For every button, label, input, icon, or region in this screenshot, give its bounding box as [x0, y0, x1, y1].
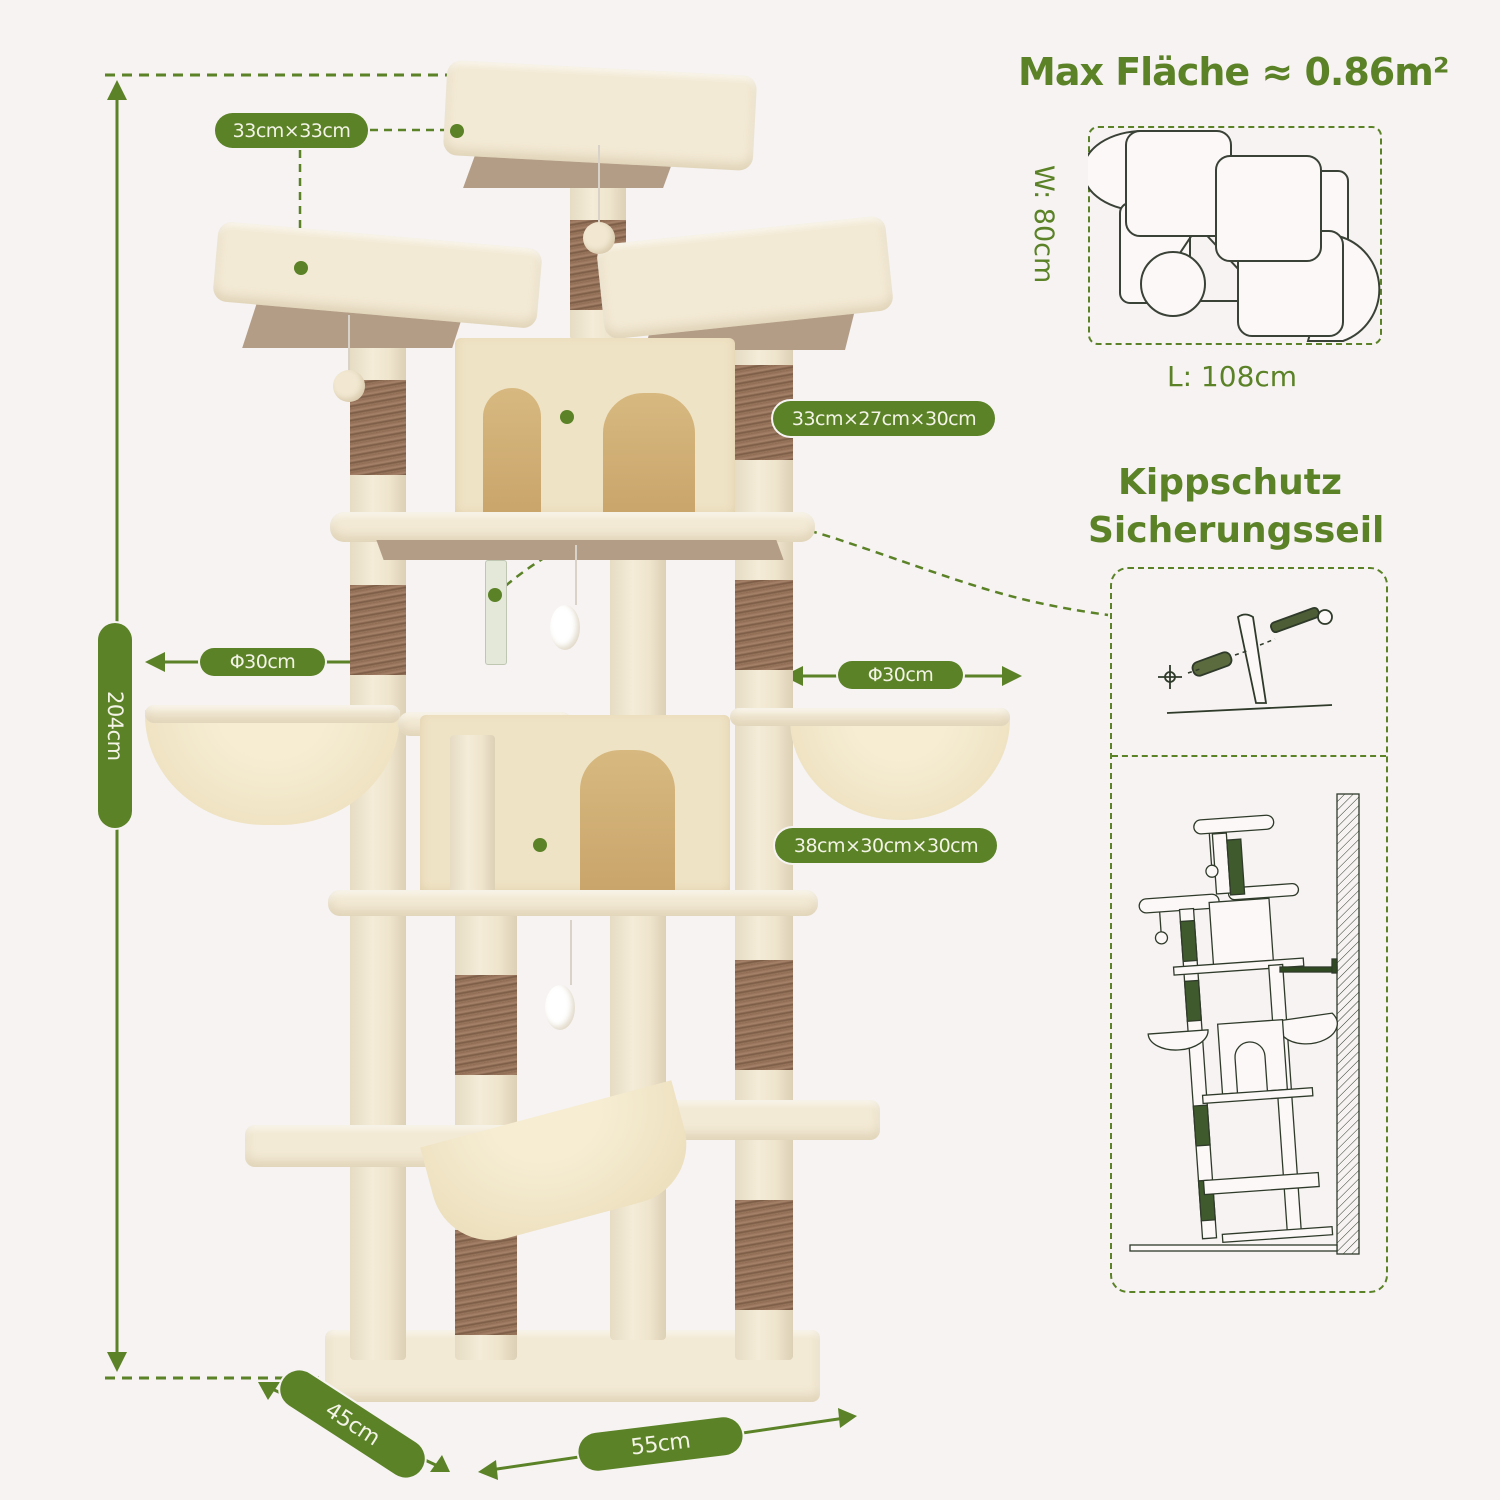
top-platform [442, 59, 758, 172]
upper-condo-size-label: 33cm×27cm×30cm [773, 401, 995, 436]
total-height-label: 204cm [98, 623, 132, 828]
anti-tip-installation-diagram [1129, 793, 1360, 1255]
footprint-width-label: W: 80cm [1028, 165, 1059, 284]
footprint-diagram [1088, 130, 1381, 342]
right-basket [790, 715, 1010, 820]
wall-anchor-diagram [1158, 606, 1333, 714]
upper-condo-floor [330, 512, 815, 542]
tether-marker-dot [488, 588, 502, 602]
footprint-diagram-frame [1088, 126, 1382, 345]
anti-tip-heading-line1: Kippschutz [1118, 462, 1342, 503]
anti-tip-diagram-frame [1110, 567, 1388, 1293]
lower-condo-size-label: 38cm×30cm×30cm [775, 828, 997, 863]
post-center [610, 540, 666, 1340]
left-basket-diameter-label: Φ30cm [200, 648, 325, 676]
lower-condo-marker-dot [533, 838, 547, 852]
right-basket-diameter-label: Φ30cm [838, 661, 963, 689]
top-platform-marker-dot [450, 124, 464, 138]
left-platform-marker-dot [294, 261, 308, 275]
mouse-toy-upper [550, 605, 580, 650]
mouse-toy-lower [545, 985, 575, 1030]
lower-condo-floor [328, 890, 818, 916]
upper-condo-marker-dot [560, 410, 574, 424]
pom-pom-toy-top [583, 222, 615, 254]
max-area-heading: Max Fläche ≈ 0.86m² [1018, 50, 1449, 94]
post-left-outer [350, 320, 406, 1360]
anti-tip-heading-line2: Sicherungsseil [1088, 510, 1385, 551]
lower-condo [420, 715, 730, 900]
anti-tip-divider [1112, 755, 1386, 757]
tether-strap [485, 560, 507, 665]
upper-condo [455, 338, 735, 518]
pom-pom-toy-left [333, 370, 365, 402]
footprint-length-label: L: 108cm [1167, 360, 1298, 393]
top-platform-size-label: 33cm×33cm [215, 113, 368, 148]
